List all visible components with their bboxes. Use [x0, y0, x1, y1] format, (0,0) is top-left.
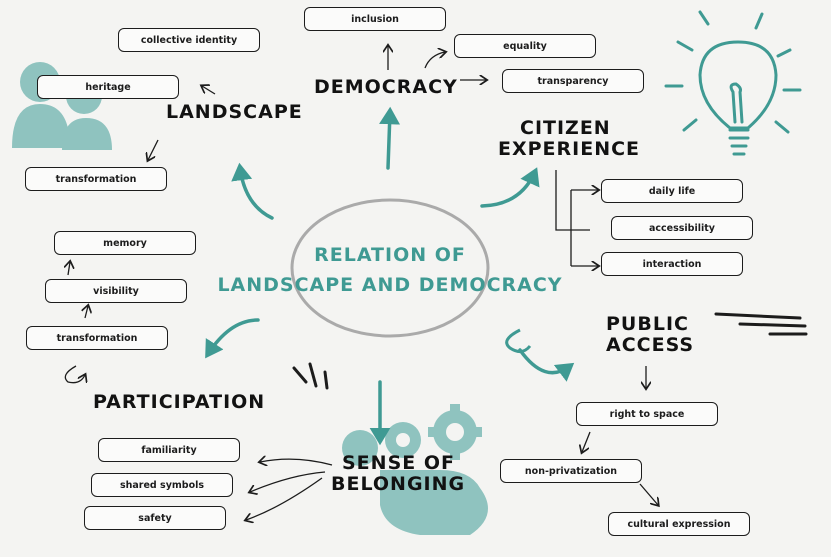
participation-item-visibility: visibility — [45, 279, 187, 303]
public-access-item-cultural-expression: cultural expression — [608, 512, 750, 536]
center-title-line2: LANDSCAPE AND DEMOCRACY — [217, 274, 563, 296]
democracy-heading: DEMOCRACY — [314, 76, 458, 98]
landscape-heading: LANDSCAPE — [166, 101, 303, 123]
participation-item-memory: memory — [54, 231, 196, 255]
democracy-item-inclusion: inclusion — [304, 7, 446, 31]
belonging-item-familiarity: familiarity — [98, 438, 240, 462]
sense-of-belonging-heading-line1: SENSE OF — [342, 452, 455, 474]
participation-heading: PARTICIPATION — [93, 391, 266, 413]
gears-icon — [342, 404, 482, 466]
belonging-item-safety: safety — [84, 506, 226, 530]
public-access-item-non-privatization: non-privatization — [500, 459, 642, 483]
citizen-experience-heading-line2: EXPERIENCE — [498, 138, 641, 160]
belonging-item-shared-symbols: shared symbols — [91, 473, 233, 497]
landscape-item-transformation: transformation — [25, 167, 167, 191]
democracy-item-transparency: transparency — [502, 69, 644, 93]
citizen-item-daily-life: daily life — [601, 179, 743, 203]
democracy-item-equality: equality — [454, 34, 596, 58]
citizen-item-interaction: interaction — [601, 252, 743, 276]
lightbulb-icon — [664, 10, 802, 156]
public-access-heading-line2: ACCESS — [606, 334, 695, 356]
citizen-item-accessibility: accessibility — [611, 216, 753, 240]
participation-item-transformation: transformation — [26, 326, 168, 350]
landscape-item-collective-identity: collective identity — [118, 28, 260, 52]
hand-icon — [380, 470, 488, 535]
center-title: RELATION OF LANDSCAPE AND DEMOCRACY — [200, 240, 580, 300]
public-access-heading-line1: PUBLIC — [606, 313, 689, 335]
landscape-item-heritage: heritage — [37, 75, 179, 99]
people-icon — [12, 62, 112, 150]
citizen-experience-heading-line1: CITIZEN — [520, 117, 611, 139]
sense-of-belonging-heading-line2: BELONGING — [331, 473, 466, 495]
center-title-line1: RELATION OF — [314, 244, 466, 266]
public-access-item-right-to-space: right to space — [576, 402, 718, 426]
